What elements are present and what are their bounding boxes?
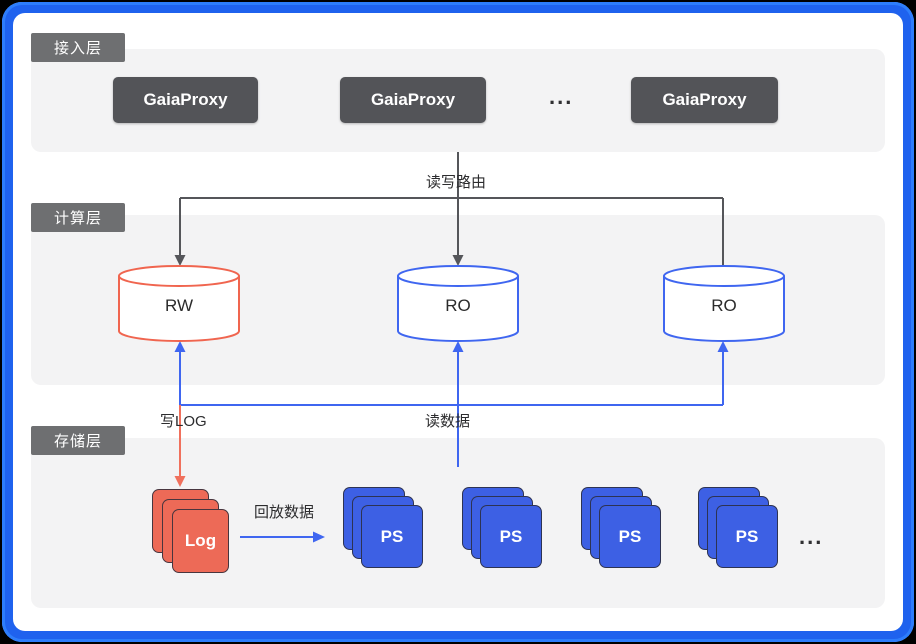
read-data-arrowheads xyxy=(174,341,729,352)
replay-arrow xyxy=(240,531,325,543)
db-node-ro-1: RO xyxy=(396,264,520,348)
gaiaproxy-node-2: GaiaProxy xyxy=(340,77,486,123)
routing-arrowheads xyxy=(174,255,464,266)
read-data-connector xyxy=(179,352,724,467)
stack-card-front: Log xyxy=(172,509,229,573)
storage-layer-label: 存储层 xyxy=(31,426,125,455)
db-node-label: RW xyxy=(164,296,193,315)
write-log-connector xyxy=(174,405,186,487)
gaiaproxy-node-1: GaiaProxy xyxy=(113,77,258,123)
database-cylinder-icon xyxy=(118,265,240,342)
access-ellipsis: ... xyxy=(549,84,574,109)
replay-edge-label: 回放数据 xyxy=(254,504,315,521)
routing-connector xyxy=(179,152,724,267)
ps-stack-2: PS xyxy=(462,487,542,569)
db-node-label: RO xyxy=(445,296,471,315)
routing-edge-label: 读写路由 xyxy=(426,174,487,191)
stack-card-front: PS xyxy=(599,505,661,568)
database-cylinder-icon xyxy=(397,265,519,342)
gaiaproxy-node-3: GaiaProxy xyxy=(631,77,778,123)
ps-stack-3: PS xyxy=(581,487,661,569)
db-node-rw: RW xyxy=(117,264,241,348)
db-node-ro-2: RO xyxy=(662,264,786,348)
storage-ellipsis: ... xyxy=(799,524,824,549)
db-node-label: RO xyxy=(711,296,737,315)
access-layer-label: 接入层 xyxy=(31,33,125,62)
read-data-edge-label: 读数据 xyxy=(425,413,471,430)
database-cylinder-icon xyxy=(663,265,785,342)
ps-stack-1: PS xyxy=(343,487,423,569)
stack-card-front: PS xyxy=(716,505,778,568)
log-stack: Log xyxy=(152,489,230,575)
stack-card-front: PS xyxy=(361,505,423,568)
stack-card-front: PS xyxy=(480,505,542,568)
write-log-edge-label: 写LOG xyxy=(160,413,207,430)
compute-layer-label: 计算层 xyxy=(31,203,125,232)
ps-stack-4: PS xyxy=(698,487,778,569)
